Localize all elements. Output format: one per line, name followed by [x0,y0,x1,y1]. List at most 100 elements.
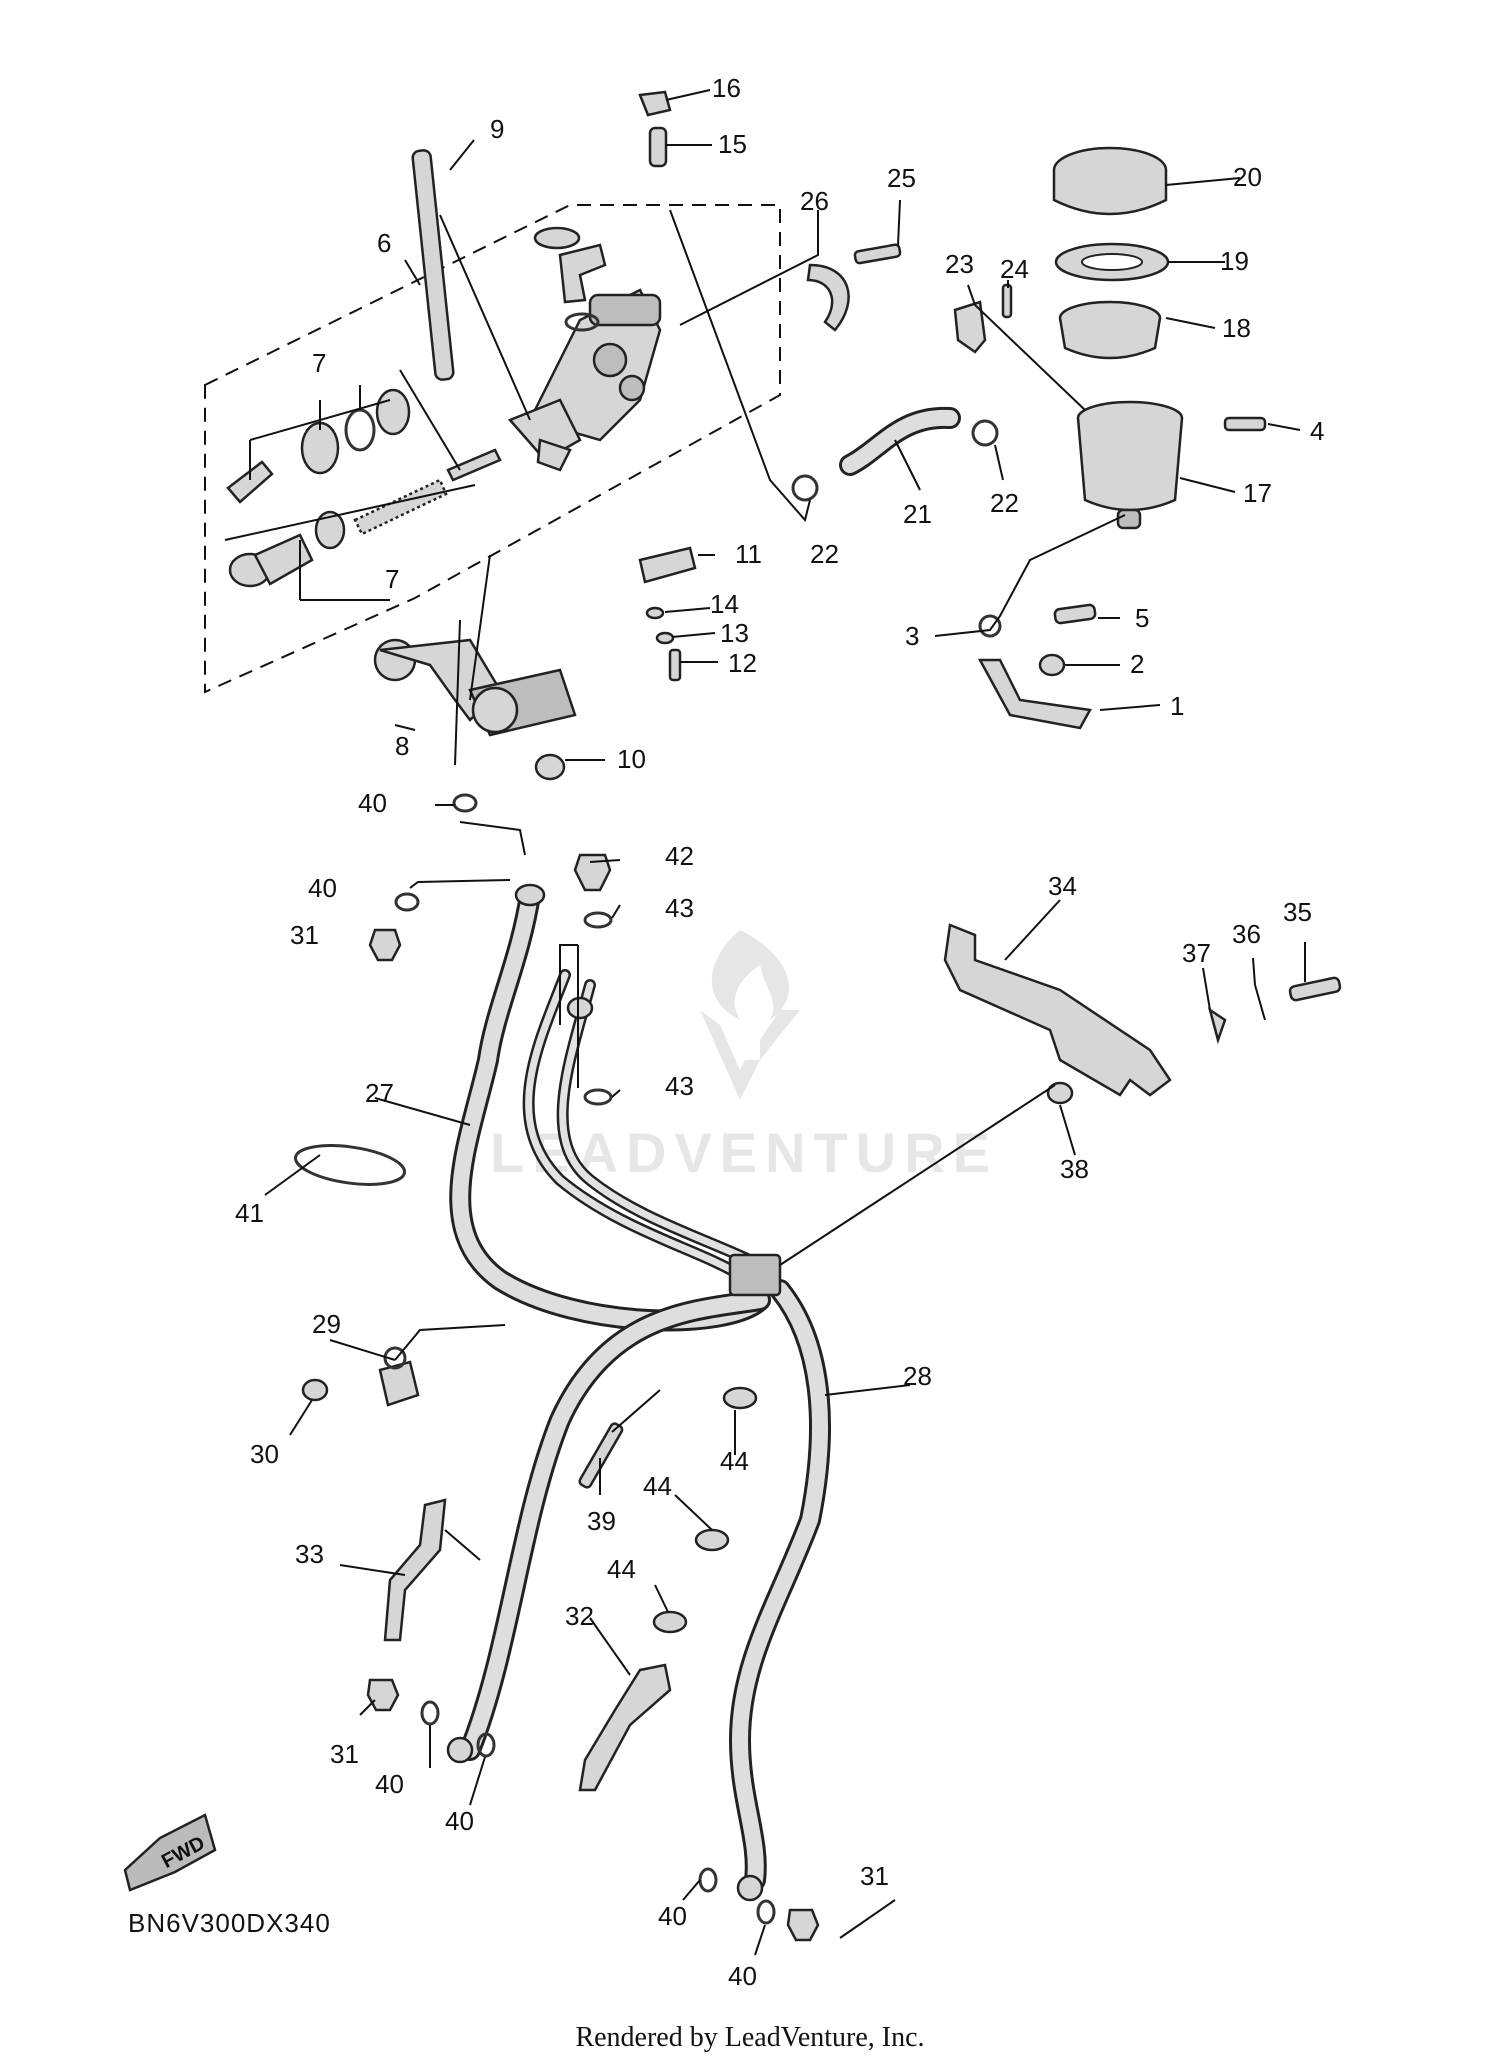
washer-37 [1207,1007,1227,1045]
callout-31-top: 31 [290,920,319,950]
banjo-top [514,883,594,1020]
callout-18: 18 [1222,313,1251,343]
callout-42: 42 [665,841,694,871]
bolt-9 [411,149,455,381]
callout-24: 24 [1000,254,1029,284]
hose-clamp-44 [652,1386,758,1634]
callout-17: 17 [1243,478,1272,508]
callout-40-top: 40 [358,788,387,818]
footer-credit: Rendered by LeadVenture, Inc. [575,2022,925,2053]
callout-22-left: 22 [810,539,839,569]
union-bolt-42 [573,853,612,892]
callout-40-rl: 40 [658,1901,687,1931]
callout-10: 10 [617,744,646,774]
banjo-lower-left [446,1736,474,1764]
callout-15: 15 [718,129,747,159]
callout-32: 32 [565,1601,594,1631]
hose-union-block [728,1253,782,1297]
brake-hose-28 [459,1279,831,1891]
callout-40-rr: 40 [728,1961,757,1991]
collar-2 [1038,653,1066,677]
screw-4 [1223,416,1267,432]
callout-9: 9 [490,114,504,144]
brake-lever-8 [373,638,577,737]
union-bolt-31 [366,928,820,1942]
callout-33: 33 [295,1539,324,1569]
switch-11 [638,546,697,584]
screw-24 [1001,283,1013,319]
callout-44-low: 44 [607,1554,636,1584]
callout-43-top: 43 [665,893,694,923]
callout-16: 16 [712,73,741,103]
bolt-35 [1288,976,1342,1002]
watermark-logo [700,930,800,1100]
bolt-5 [1053,603,1097,625]
bolt-25 [853,243,902,265]
callout-21: 21 [903,499,932,529]
diaphragm-18 [1058,300,1162,360]
reservoir-bracket-1 [977,658,1092,730]
callout-11: 11 [735,539,762,569]
callout-36: 36 [1232,919,1261,949]
piston-kit-lower [228,448,502,588]
hose-bracket-34 [943,923,1172,1097]
diagram-code: BN6V300DX340 [128,1908,331,1938]
hose-guide-32 [578,1663,672,1792]
callout-7-lower: 7 [385,564,399,594]
assembly-boundary [204,204,781,694]
callout-3: 3 [905,621,919,651]
spring-36 [1254,984,1266,1021]
callout-35: 35 [1283,897,1312,927]
callout-40-mid: 40 [308,873,337,903]
band-41 [293,1144,407,1186]
callout-13: 13 [720,618,749,648]
callout-29: 29 [312,1309,341,1339]
callout-37: 37 [1182,938,1211,968]
callout-30: 30 [250,1439,279,1469]
bleed-cap-16 [638,90,672,117]
callout-31-right: 31 [860,1861,889,1891]
leader-lines [264,89,1306,1956]
callout-31-left: 31 [330,1739,359,1769]
callout-2: 2 [1130,649,1144,679]
callout-39: 39 [587,1506,616,1536]
piston-kit-upper [226,388,411,504]
clamp-29 [378,1346,420,1407]
callout-41: 41 [235,1198,264,1228]
callout-28: 28 [903,1361,932,1391]
callout-34: 34 [1048,871,1077,901]
fwd-direction-arrow-icon: FWD [123,1813,217,1892]
callout-44-top: 44 [720,1446,749,1476]
clip-3 [978,614,1002,638]
reservoir-cap-20 [1052,146,1168,216]
hose-guide-33 [383,1498,447,1642]
clamp-26 [806,263,850,332]
callout-4: 4 [1310,416,1324,446]
callout-40-ll: 40 [375,1769,404,1799]
diaphragm-plate-19 [1054,242,1170,282]
screw-12-13-14 [645,606,682,682]
callout-26: 26 [800,186,829,216]
reservoir-17 [1076,400,1184,530]
pivot-collar-10 [534,753,566,781]
callout-7-upper: 7 [312,348,326,378]
callout-25: 25 [887,163,916,193]
callout-6: 6 [377,228,391,258]
copper-washer-43 [583,911,613,1106]
bleed-screw-15 [648,126,668,168]
callout-5: 5 [1135,603,1149,633]
callout-22-right: 22 [990,488,1019,518]
callout-20: 20 [1233,162,1262,192]
elbow-fitting [533,226,607,332]
callout-1: 1 [1170,691,1184,721]
callout-40-lm: 40 [445,1806,474,1836]
callout-14: 14 [710,589,739,619]
callout-19: 19 [1220,246,1249,276]
hose-clip-22 [791,419,999,502]
callout-27: 27 [365,1078,394,1108]
callout-38: 38 [1060,1154,1089,1184]
callout-43-bottom: 43 [665,1071,694,1101]
master-cylinder-body [507,288,662,472]
callout-labels: 1 2 3 4 5 6 7 7 8 9 10 11 12 13 14 15 16… [235,73,1324,1991]
